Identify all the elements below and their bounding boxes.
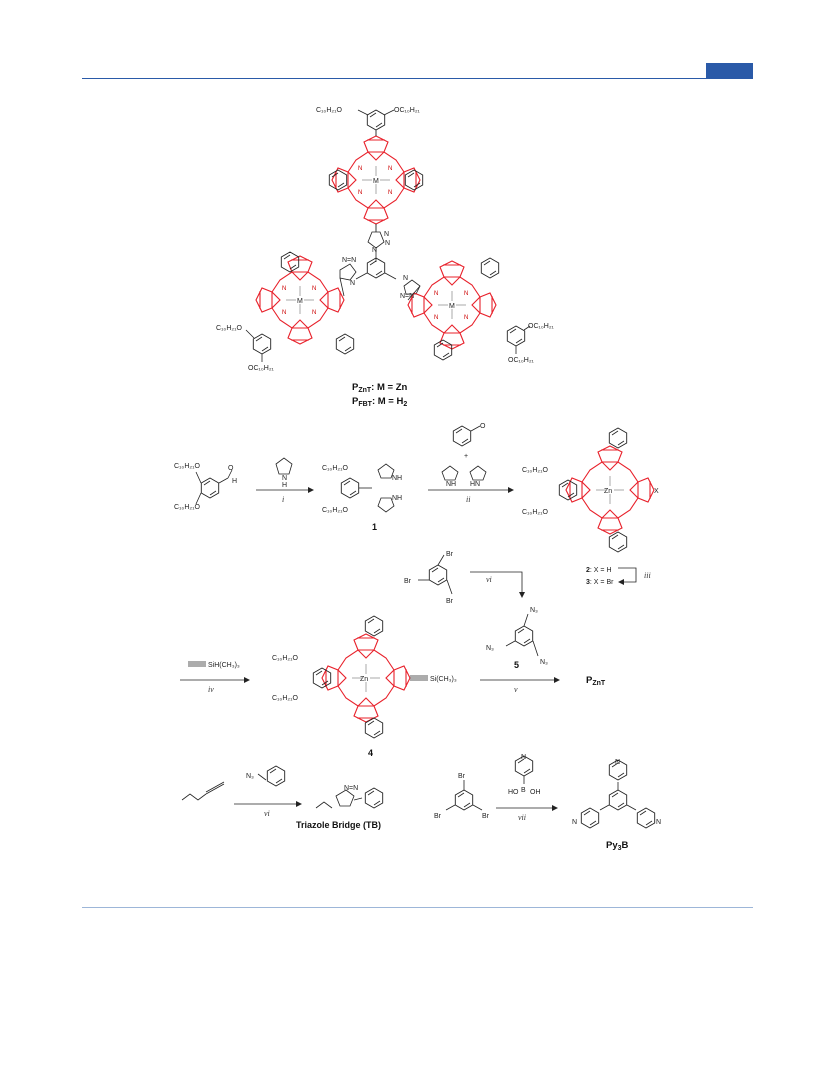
svg-text:O: O [228, 465, 234, 472]
boronic-ho: HO [508, 789, 519, 796]
svg-text:O: O [480, 423, 486, 430]
svg-text:N: N [572, 819, 577, 826]
metal-left: M [297, 298, 303, 305]
svg-text:N: N [434, 291, 438, 297]
substituent-top-left: C₁₀H₂₁O [316, 107, 342, 114]
n3-2: N₃ [486, 645, 494, 652]
cpd4-sub-1: C₁₀H₂₁O [272, 655, 298, 662]
svg-text:N: N [372, 247, 377, 254]
boronic-oh: OH [530, 789, 541, 796]
substituent-right-1: OC₁₀H₂₁ [528, 323, 555, 330]
br-4: Br [458, 773, 466, 780]
trimer-structure: N N N N M C₁₀H₂₁O OC₁₀H₂₁ N N N N [216, 107, 555, 408]
aldehyde-sub-2: C₁₀H₂₁O [174, 504, 200, 511]
substituent-right-2: OC₁₀H₂₁ [508, 357, 535, 364]
br-1: Br [446, 551, 454, 558]
svg-text:N: N [434, 315, 438, 321]
br-3: Br [446, 598, 454, 605]
step-i: i [282, 495, 284, 504]
svg-text:N: N [615, 759, 620, 766]
trimer-caption-2: PFBT: M = H2 [352, 396, 407, 408]
svg-text:N: N [403, 275, 408, 282]
substituent-left-2: OC₁₀H₂₁ [248, 365, 275, 372]
cpd2-label: 2: X = H [586, 567, 612, 574]
cpd4-sub-2: C₁₀H₂₁O [272, 695, 298, 702]
svg-text:N=N: N=N [400, 293, 414, 300]
n3-3: N₃ [540, 659, 548, 666]
cpd3-label: 3: X = Br [586, 579, 614, 586]
cpd2-sub-1: C₁₀H₂₁O [522, 467, 548, 474]
svg-text:N: N [464, 315, 468, 321]
step-iii: iii [644, 571, 651, 580]
svg-text:N: N [350, 280, 355, 287]
zn-label-2: Zn [604, 488, 612, 495]
n3-1: N₃ [530, 607, 538, 614]
aldehyde-sub-1: C₁₀H₂₁O [174, 463, 200, 470]
svg-text:N: N [358, 166, 362, 172]
svg-text:N=N: N=N [342, 257, 356, 264]
compound-5-label: 5 [514, 660, 519, 670]
step-ii: ii [466, 495, 470, 504]
br-6: Br [482, 813, 490, 820]
svg-text:N: N [312, 310, 316, 316]
svg-text:H: H [232, 478, 237, 485]
scheme-row-2: Br Br Br vi N₃ N₃ N₃ 5 SiH(CH₃)₃ iv [180, 551, 606, 758]
metal-right: M [449, 303, 455, 310]
substituent-left-1: C₁₀H₂₁O [216, 325, 242, 332]
compound-4-label: 4 [368, 748, 373, 758]
triazole-bridge-label: Triazole Bridge (TB) [296, 820, 381, 830]
svg-text:N: N [312, 286, 316, 292]
scheme-row-1: H O C₁₀H₂₁O C₁₀H₂₁O N H i NH NH C₁₀H₂₁O … [174, 423, 659, 586]
zn-label-4: Zn [360, 676, 368, 683]
scheme-row-3: N₃ vi N=N Triazole Bridge (TB) Br Br Br … [181, 754, 661, 852]
step-vii: vii [518, 813, 526, 822]
br-5: Br [434, 813, 442, 820]
svg-text:N=N: N=N [344, 785, 358, 792]
svg-text:N: N [521, 754, 526, 761]
svg-text:N: N [384, 231, 389, 238]
cpd2-sub-2: C₁₀H₂₁O [522, 509, 548, 516]
metal-top: M [373, 178, 379, 185]
py3b-label: Py3B [606, 840, 629, 852]
header-tab [706, 63, 753, 78]
trimer-caption-1: PZnT: M = Zn [352, 382, 408, 394]
plus-sign: + [464, 453, 468, 460]
cpd1-sub-2: C₁₀H₂₁O [322, 507, 348, 514]
step-vi-2: vi [264, 809, 270, 818]
svg-text:N: N [388, 166, 392, 172]
hn-label: HN [470, 481, 480, 488]
tms-on-porph: Si(CH₃)₃ [430, 676, 457, 683]
br-2: Br [404, 578, 412, 585]
nh-label: NH [446, 481, 456, 488]
boronic-b: B [521, 787, 526, 794]
svg-text:NH: NH [392, 475, 402, 482]
header-rule [82, 78, 753, 79]
svg-text:N: N [388, 190, 392, 196]
tms-alkyne: SiH(CH₃)₃ [208, 662, 240, 669]
step-iv: iv [208, 685, 214, 694]
x-sub: X [654, 488, 659, 495]
svg-text:NH: NH [392, 495, 402, 502]
step-vi-1: vi [486, 575, 492, 584]
substituent-top-right: OC₁₀H₂₁ [394, 107, 421, 114]
footer-rule [82, 907, 753, 908]
svg-text:N: N [282, 286, 286, 292]
svg-text:N: N [282, 310, 286, 316]
pyrrole-n: N [282, 475, 287, 482]
pyrrole-h: H [282, 482, 287, 489]
step-v: v [514, 685, 518, 694]
svg-text:N: N [656, 819, 661, 826]
product-pznt: PZnT [586, 675, 606, 687]
svg-text:N: N [385, 240, 390, 247]
compound-1-label: 1 [372, 522, 377, 532]
svg-text:N: N [358, 190, 362, 196]
benzyl-n3: N₃ [246, 773, 254, 780]
svg-text:N: N [464, 291, 468, 297]
cpd1-sub-1: C₁₀H₂₁O [322, 465, 348, 472]
